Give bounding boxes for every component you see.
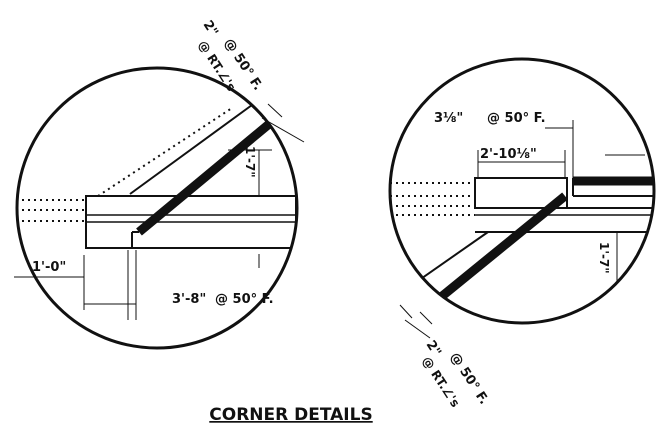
right-corner-detail: 2'-10⅛" 1'-7" 3⅛" @ 50° F. 2" @ 50° F. @… bbox=[388, 57, 656, 410]
right-horizontal-slab bbox=[474, 176, 654, 233]
left-extension-lines bbox=[14, 103, 305, 320]
left-detail-contents: 1'-7" bbox=[17, 104, 297, 268]
right-dotted-lines bbox=[390, 182, 475, 216]
right-detail-circle bbox=[388, 57, 656, 325]
right-top-offset-label: 2'-10⅛" bbox=[480, 147, 537, 162]
left-gap-dimension-label: 3'-8" bbox=[172, 292, 206, 307]
left-vertical-dimension bbox=[228, 149, 272, 268]
right-expansion-gap-label: 2" bbox=[423, 338, 444, 359]
drawing-title: CORNER DETAILS bbox=[209, 405, 372, 425]
left-diag-offset-label: 1'-7" bbox=[243, 146, 257, 178]
right-extension-lines bbox=[399, 304, 433, 339]
right-diagonal-slab bbox=[404, 192, 568, 310]
right-vert-offset-label: 1'-7" bbox=[597, 242, 611, 274]
right-top-gap-label: 3⅛" bbox=[434, 111, 463, 126]
left-corner-detail: 1'-7" 1'-0" 3'-8" @ 50° F. 2" @ 50° F. @… bbox=[14, 18, 305, 350]
left-horizontal-slab bbox=[85, 195, 297, 249]
left-dotted-lines bbox=[17, 107, 233, 222]
right-top-gap-temp-label: @ 50° F. bbox=[487, 111, 546, 126]
right-detail-contents: 2'-10⅛" 1'-7" bbox=[390, 120, 654, 310]
left-diagonal-slab bbox=[129, 104, 283, 248]
left-gap-temp-label: @ 50° F. bbox=[215, 292, 274, 307]
left-horizontal-offset-label: 1'-0" bbox=[32, 260, 66, 275]
left-detail-circle bbox=[15, 66, 299, 350]
left-expansion-gap-label: 2" bbox=[200, 18, 221, 39]
right-dimension-lines bbox=[477, 120, 645, 290]
